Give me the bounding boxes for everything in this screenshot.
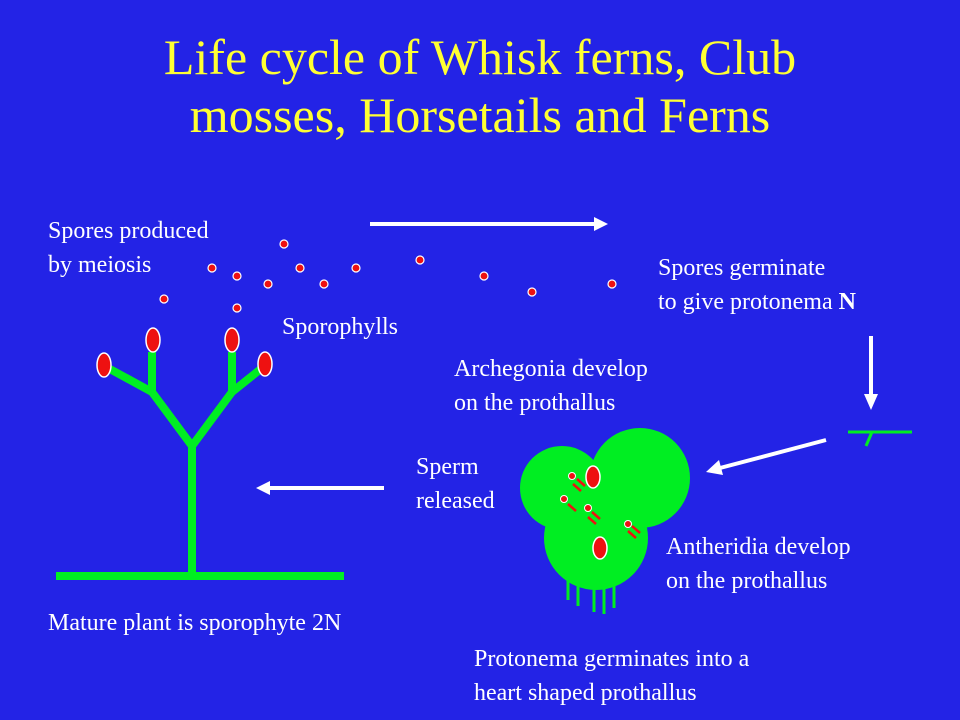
arrow-diagonal bbox=[706, 438, 827, 475]
protonema bbox=[848, 430, 912, 447]
ploidy-n: N bbox=[838, 289, 856, 315]
label-sporophylls: Sporophylls bbox=[282, 314, 399, 340]
arrow-right bbox=[370, 217, 608, 231]
spore bbox=[232, 303, 242, 313]
title-line-1: Life cycle of Whisk ferns, Club bbox=[163, 29, 797, 85]
title-line-2: mosses, Horsetails and Ferns bbox=[189, 87, 771, 143]
sporangium bbox=[96, 352, 112, 378]
label-archegonia: Archegonia develop on the prothallus bbox=[454, 356, 648, 416]
spore bbox=[607, 279, 617, 289]
sporangium bbox=[145, 327, 161, 353]
spore bbox=[479, 271, 489, 281]
slide-title: Life cycle of Whisk ferns, Club mosses, … bbox=[0, 28, 960, 144]
arrow-left bbox=[256, 481, 384, 495]
label-antheridia: Antheridia develop on the prothallus bbox=[666, 534, 851, 594]
archegonium bbox=[585, 465, 601, 489]
sporophyte-plant bbox=[56, 327, 344, 580]
spore bbox=[207, 263, 217, 273]
spore bbox=[295, 263, 305, 273]
spores bbox=[159, 239, 617, 313]
spore bbox=[159, 294, 169, 304]
antheridia bbox=[560, 472, 632, 528]
label-sperm-released: Sperm released bbox=[416, 454, 495, 514]
sporangium bbox=[224, 327, 240, 353]
label-spores-germinate: Spores germinate to give protonema N bbox=[658, 255, 856, 315]
spore bbox=[351, 263, 361, 273]
spore bbox=[415, 255, 425, 265]
spore bbox=[232, 271, 242, 281]
label-protonema-germinates: Protonema germinates into a heart shaped… bbox=[474, 646, 750, 706]
arrow-down bbox=[864, 336, 878, 410]
label-spores-produced: Spores produced by meiosis bbox=[48, 218, 209, 278]
sporangium bbox=[257, 351, 273, 377]
spore bbox=[263, 279, 273, 289]
archegonium bbox=[592, 536, 608, 560]
sperm bbox=[567, 478, 641, 539]
spore bbox=[527, 287, 537, 297]
spore bbox=[279, 239, 289, 249]
label-mature-plant: Mature plant is sporophyte 2N bbox=[48, 610, 342, 636]
prothallus bbox=[520, 428, 690, 614]
spore bbox=[319, 279, 329, 289]
